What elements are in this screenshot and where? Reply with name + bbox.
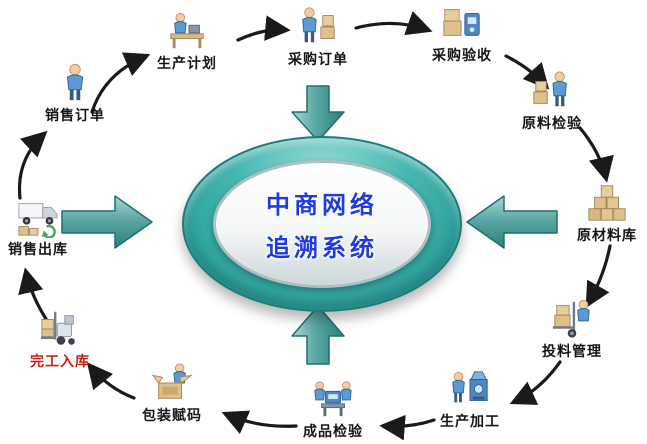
- node-label-purchase-order: 采购订单: [288, 52, 348, 68]
- delivery-truck-icon: [17, 196, 59, 239]
- node-label-raw-material-inspection: 原料检验: [522, 116, 582, 132]
- person-boxes-icon: [297, 6, 339, 48]
- node-purchase-acceptance: 采购验收: [414, 2, 510, 65]
- arc-raw-material-warehouse-to-feeding-management: [585, 244, 612, 309]
- arc-production-processing-to-finished-product-inspection: [379, 414, 436, 441]
- node-label-feeding-management: 投料管理: [542, 344, 602, 360]
- person-desk-icon: [166, 10, 208, 52]
- node-completion-warehousing: 完工入库: [12, 308, 108, 371]
- big-arrow-right: [466, 195, 558, 249]
- arc-feeding-management-to-production-processing: [509, 360, 562, 405]
- person-open-box-icon: [151, 362, 193, 404]
- node-label-sales-outbound: 销售出库: [8, 242, 68, 258]
- arc-finished-product-inspection-to-packaging-coding: [221, 410, 298, 435]
- arc-purchase-order-to-purchase-acceptance: [354, 11, 433, 36]
- flow-arc-ring: [17, 11, 614, 441]
- arc-packaging-coding-to-completion-warehousing: [86, 362, 136, 400]
- node-label-finished-product-inspection: 成品检验: [303, 424, 363, 440]
- node-finished-product-inspection: 成品检验: [285, 378, 381, 441]
- node-label-completion-warehousing: 完工入库: [30, 354, 90, 370]
- big-arrow-bottom: [291, 305, 345, 365]
- arc-raw-material-inspection-to-raw-material-warehouse: [578, 126, 614, 183]
- box-pyramid-icon: [586, 182, 628, 224]
- person-icon: [54, 62, 96, 104]
- arc-completion-warehousing-to-sales-outbound: [18, 267, 50, 324]
- node-label-raw-material-warehouse: 原材料库: [577, 228, 637, 244]
- big-arrow-left: [61, 195, 153, 249]
- node-label-purchase-acceptance: 采购验收: [432, 48, 492, 64]
- node-label-production-plan: 生产计划: [157, 56, 217, 72]
- arc-sales-order-to-production-plan: [90, 52, 151, 114]
- hand-truck-icon: [551, 298, 593, 340]
- big-teal-arrows: [61, 85, 558, 365]
- big-arrow-top: [291, 85, 345, 142]
- system-title-line2: 追溯系统: [266, 234, 378, 262]
- system-title-line1: 中商网络: [266, 191, 378, 219]
- node-packaging-coding: 包装赋码: [124, 362, 220, 425]
- node-raw-material-inspection: 原料检验: [504, 70, 600, 133]
- node-raw-material-warehouse: 原材料库: [559, 182, 647, 245]
- arc-production-plan-to-purchase-order: [236, 15, 291, 42]
- node-sales-outbound: 销售出库: [0, 196, 86, 259]
- center-badge: 中商网络 追溯系统: [213, 160, 431, 288]
- boxes-scanner-icon: [441, 2, 483, 44]
- node-purchase-order: 采购订单: [270, 6, 366, 69]
- node-label-packaging-coding: 包装赋码: [142, 408, 202, 424]
- node-production-plan: 生产计划: [139, 10, 235, 73]
- forklift-icon: [39, 308, 81, 350]
- node-production-processing: 生产加工: [422, 368, 518, 431]
- node-label-sales-order: 销售订单: [45, 108, 105, 124]
- person-box-icon: [531, 70, 573, 112]
- person-machine-icon: [449, 368, 491, 410]
- node-sales-order: 销售订单: [27, 62, 123, 125]
- node-feeding-management: 投料管理: [524, 298, 620, 361]
- inspect-station-icon: [312, 378, 354, 420]
- arc-sales-outbound-to-sales-order: [17, 130, 48, 200]
- center-ring: 中商网络 追溯系统: [182, 136, 462, 312]
- node-label-production-processing: 生产加工: [440, 414, 500, 430]
